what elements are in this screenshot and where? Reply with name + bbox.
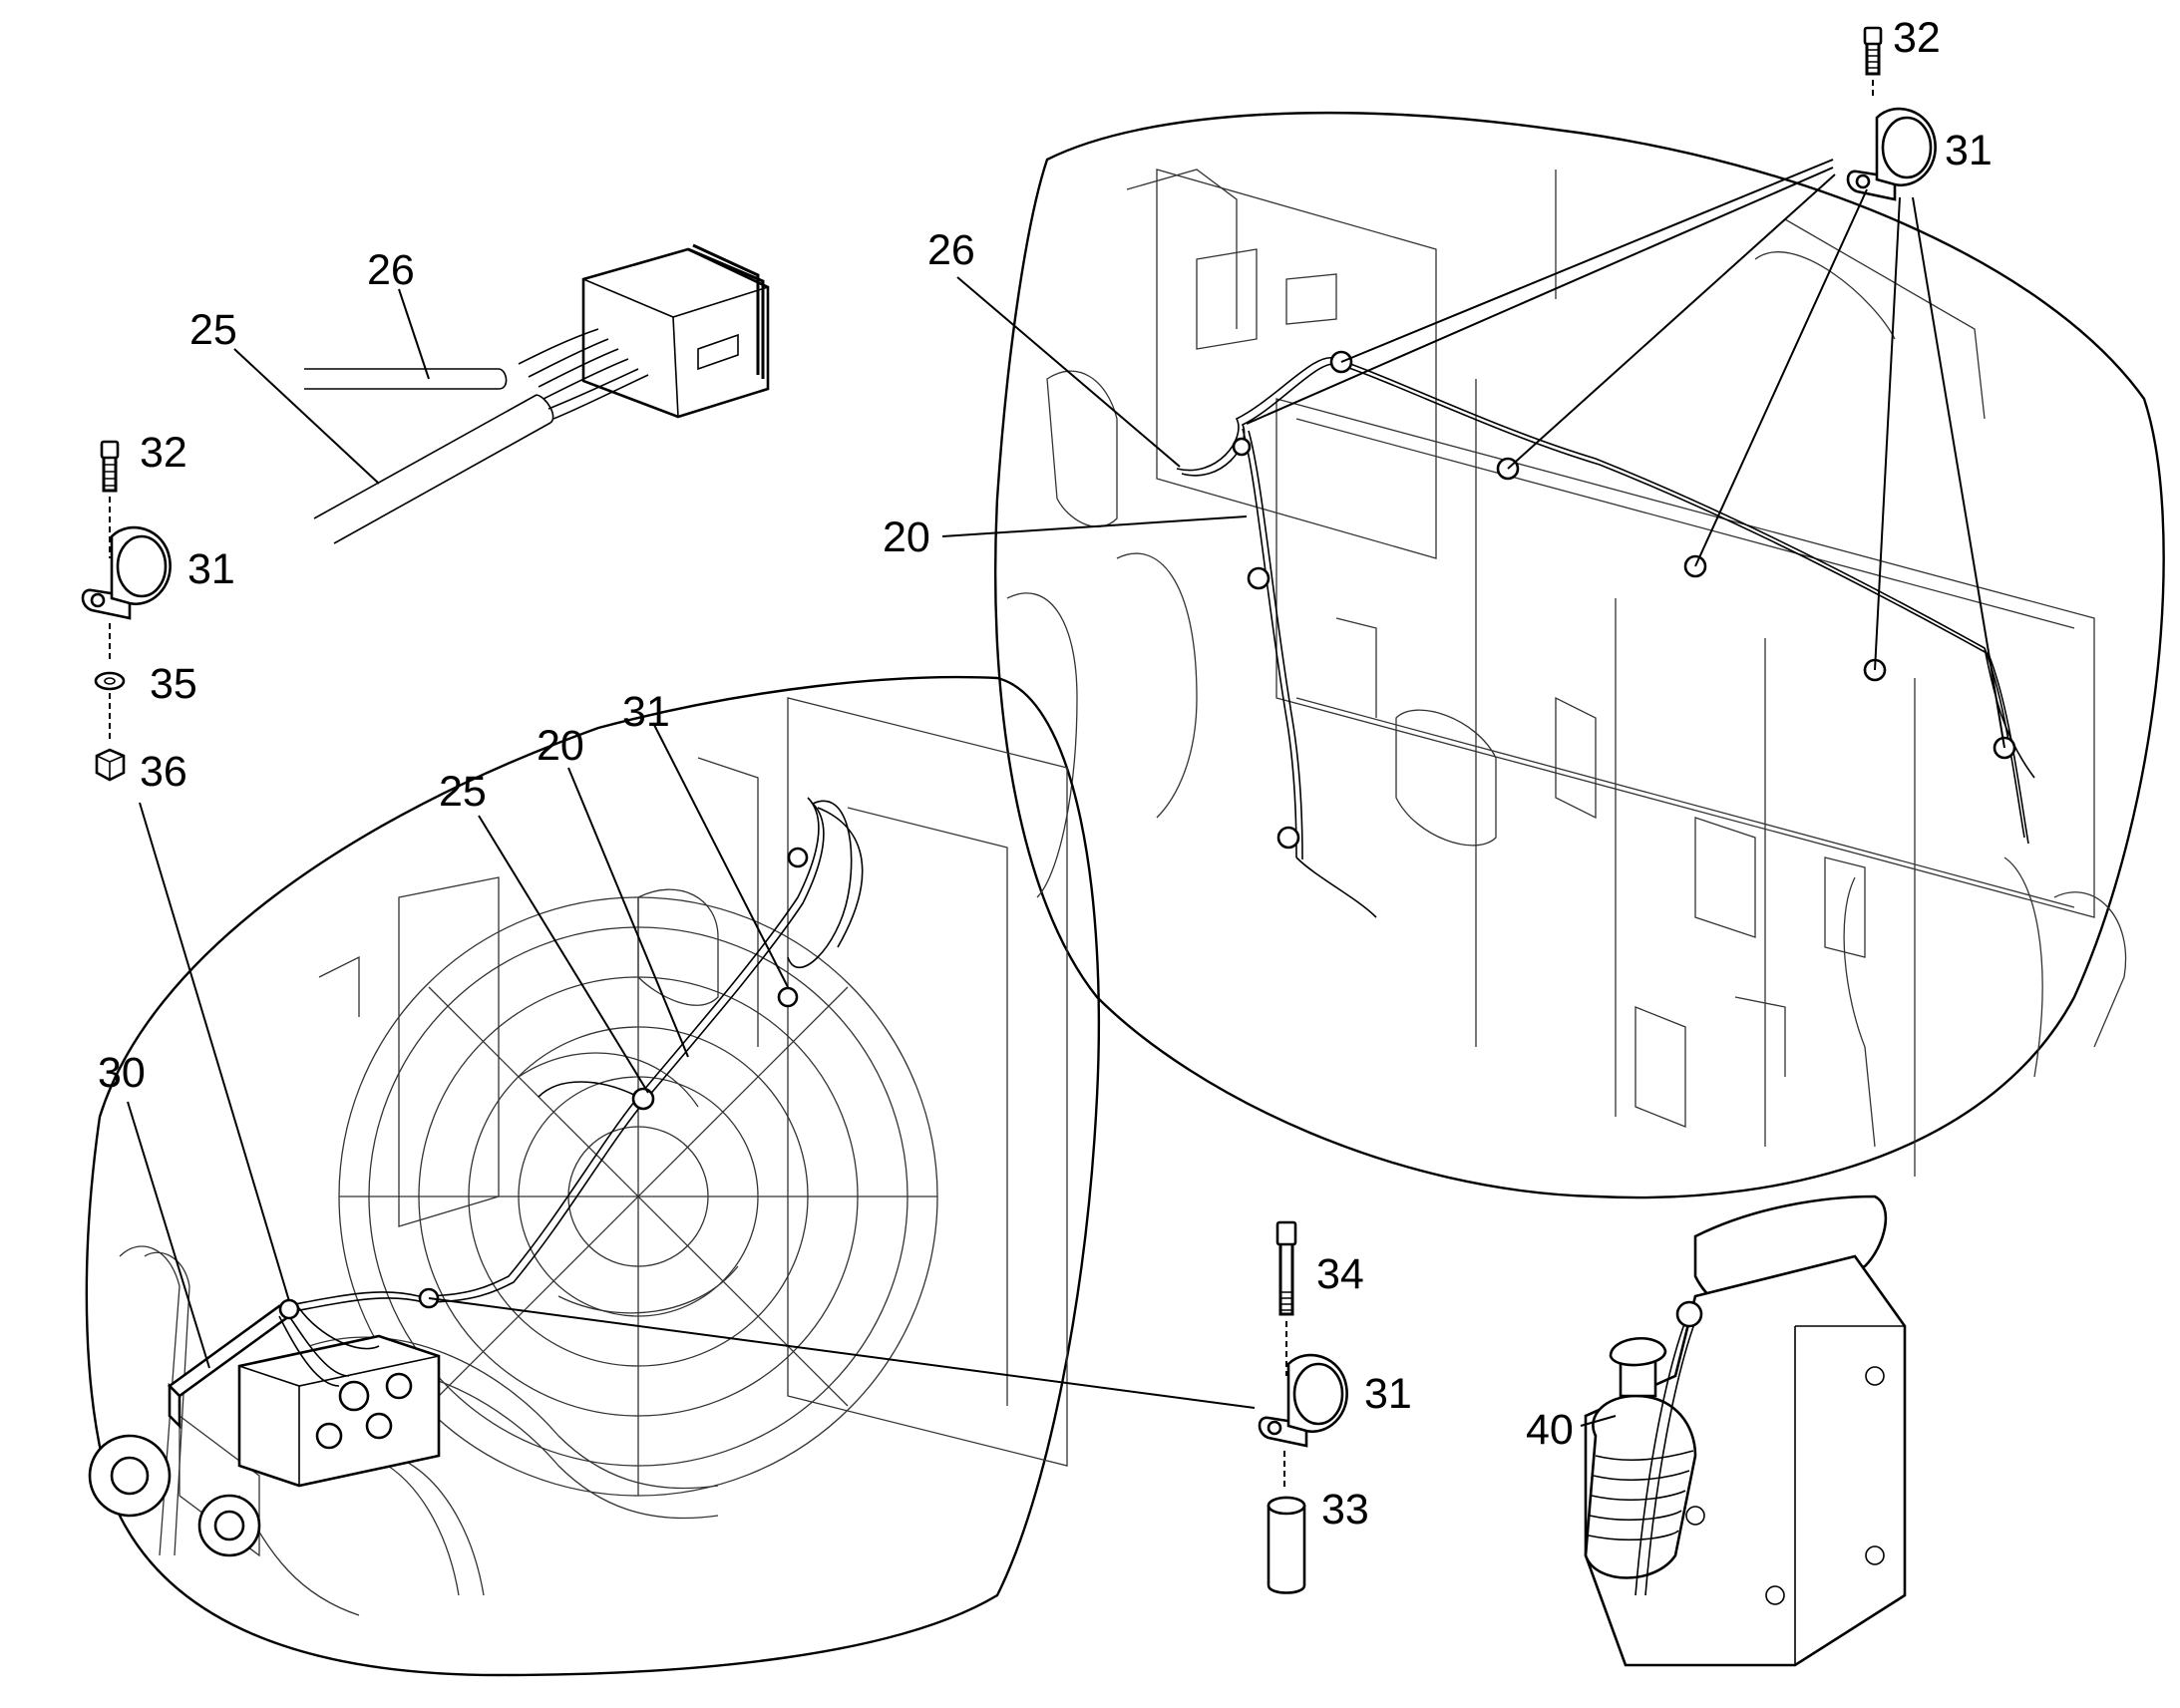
callout-labels: 32 31 26 20 26 25 32 31 35 36 25 20 31 3… xyxy=(98,14,1993,1534)
callout-25-mid: 25 xyxy=(439,768,487,816)
leader-lines xyxy=(127,159,2005,1427)
callout-25-connector: 25 xyxy=(189,306,237,354)
callout-35: 35 xyxy=(150,660,197,708)
clamp-31-bottom xyxy=(1258,1353,1348,1448)
callout-30: 30 xyxy=(98,1049,146,1097)
nut-36 xyxy=(95,748,126,782)
clamp-31-left xyxy=(81,525,172,620)
connector-detail xyxy=(304,243,770,544)
left-fastener-stack xyxy=(81,440,172,782)
bolt-34 xyxy=(1275,1220,1297,1316)
callout-20-mid: 20 xyxy=(537,722,584,770)
washer-35 xyxy=(94,671,126,691)
callout-32-top: 32 xyxy=(1893,14,1941,62)
spacer-33 xyxy=(1267,1496,1306,1594)
callout-26-connector: 26 xyxy=(367,246,415,294)
joystick-assembly-40 xyxy=(1584,1195,1907,1667)
callout-31-top: 31 xyxy=(1945,127,1993,174)
callout-32-left: 32 xyxy=(140,429,187,477)
callout-40: 40 xyxy=(1526,1406,1574,1454)
screw-32-left xyxy=(100,440,120,493)
screw-32-top xyxy=(1863,26,1883,76)
top-clamp-assembly xyxy=(1846,26,1937,201)
clamp-31-top xyxy=(1846,107,1937,201)
bottom-left-detail-view xyxy=(85,675,1101,1677)
callout-31-bottom: 31 xyxy=(1364,1370,1412,1418)
bottom-middle-fastener-stack xyxy=(1258,1220,1348,1594)
callout-33: 33 xyxy=(1321,1486,1369,1534)
callout-31-left: 31 xyxy=(187,545,235,593)
callout-26-top: 26 xyxy=(927,226,975,274)
callout-36: 36 xyxy=(140,748,187,796)
callout-34: 34 xyxy=(1316,1250,1364,1298)
callout-20-top: 20 xyxy=(883,513,930,561)
callout-31-mid: 31 xyxy=(622,688,670,736)
